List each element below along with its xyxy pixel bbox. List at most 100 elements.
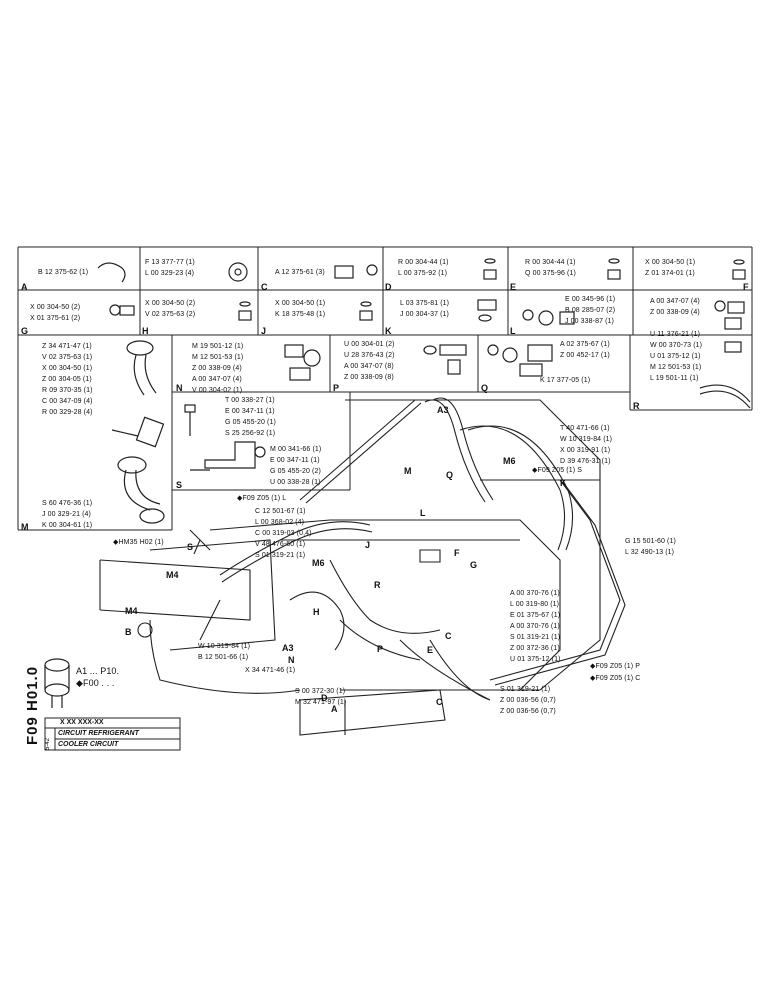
part-number: U 01 375-12 (1): [650, 353, 701, 360]
panel-letter: F: [743, 282, 749, 292]
callout: X 00 319-91 (1): [560, 447, 611, 454]
callout: S 01 319-21 (1): [500, 686, 551, 693]
panel-letter: A: [21, 282, 28, 292]
elbow-fitting-sketch: [97, 262, 126, 283]
panel-letter: E: [510, 282, 517, 292]
position-letter: D: [321, 693, 328, 703]
panel-letter: H: [142, 326, 149, 336]
panel-letter: R: [633, 401, 640, 411]
position-letter: R: [374, 580, 381, 590]
part-number: Z 00 338-09 (4): [192, 365, 242, 372]
drawing-code: X XX XXX-XX: [60, 719, 104, 726]
panel-letter: G: [21, 326, 29, 336]
position-letter: A3: [437, 405, 449, 415]
part-number: V 00 304-02 (1): [192, 387, 243, 394]
part-number: X 00 304-50 (2): [145, 300, 196, 307]
callout: U 01 375-12 (1): [510, 656, 561, 663]
callout: G 15 501-60 (1): [625, 538, 676, 545]
part-number: A 00 347-07 (8): [344, 363, 394, 370]
callout: ◆F09 Z05 (1) L: [237, 495, 287, 502]
part-number: L 00 329-23 (4): [145, 270, 195, 277]
part-number: U 00 338-28 (1): [270, 479, 321, 486]
part-number: U 11 376-21 (1): [650, 331, 701, 338]
position-letter: B: [125, 627, 132, 637]
part-number: L 03 375-81 (1): [400, 300, 450, 307]
legend-range: A1 ... P10.: [76, 666, 120, 676]
part-number: E 00 347-11 (1): [270, 457, 320, 464]
panel-letter: P: [333, 383, 340, 393]
panel-letter: C: [261, 282, 268, 292]
page-ref: 5-42: [45, 737, 51, 750]
callout: A 00 370-76 (1): [510, 590, 560, 597]
part-number: A 12 375-61 (3): [275, 269, 325, 276]
part-number: R 00 304-44 (1): [398, 259, 449, 266]
part-number: R 00 304-44 (1): [525, 259, 576, 266]
callout: L 00 319-80 (1): [510, 601, 560, 608]
callout: S 01 319-21 (1): [510, 634, 561, 641]
part-number: S 60 476-36 (1): [42, 500, 93, 507]
panel-letter: K: [385, 326, 392, 336]
panel-letter: D: [385, 282, 392, 292]
part-number: M 19 501-12 (1): [192, 343, 244, 350]
part-number: J 00 329-21 (4): [42, 511, 91, 518]
callout: T 40 471-66 (1): [560, 425, 610, 432]
part-number: K 18 375-48 (1): [275, 311, 326, 318]
callout: A 00 370-76 (1): [510, 623, 560, 630]
part-number: M 00 341-66 (1): [270, 446, 322, 453]
callout: V 48 476-60 (1): [255, 541, 306, 548]
valve-sketch: [44, 658, 70, 708]
position-letter: M6: [312, 558, 325, 568]
position-letter: C: [436, 697, 443, 707]
callout: E 01 375-67 (1): [510, 612, 561, 619]
callout: B 12 501-66 (1): [198, 654, 249, 661]
panel-letter: L: [510, 326, 516, 336]
part-number: C 00 347-09 (4): [42, 398, 93, 405]
position-letter: A: [331, 704, 338, 714]
part-number: B 12 375-62 (1): [38, 269, 89, 276]
title-block: [44, 717, 181, 751]
callout: D 39 476-31 (1): [560, 458, 611, 465]
position-letter: Q: [446, 470, 454, 480]
part-number: G 05 455-20 (1): [225, 419, 276, 426]
machine-sketch: [99, 397, 626, 736]
part-number: X 00 304-50 (1): [645, 259, 696, 266]
position-letter: M4: [166, 570, 179, 580]
panel-letter: M: [21, 522, 29, 532]
part-number: Q 00 375-96 (1): [525, 270, 576, 277]
callout: L 32 490-13 (1): [625, 549, 675, 556]
title-en: COOLER CIRCUIT: [58, 741, 119, 748]
part-number: R 00 329-28 (4): [42, 409, 93, 416]
callout: Z 00 372-36 (1): [510, 645, 560, 652]
position-letter: S: [187, 542, 194, 552]
callout: C 12 501-67 (1): [255, 508, 306, 515]
callout: ◆F09 Z05 (1) S: [532, 467, 582, 474]
part-number: A 02 375-67 (1): [560, 341, 610, 348]
part-number: B 08 285-07 (2): [565, 307, 616, 314]
callout: ◆F09 Z05 (1) P: [590, 663, 640, 670]
panel-m-sketch: [111, 340, 165, 524]
callout: ◆HM35 H02 (1): [113, 539, 164, 546]
part-number: X 00 304-50 (1): [42, 365, 93, 372]
part-number: E 00 345-96 (1): [565, 296, 616, 303]
callout: Z 00 036-56 (0,7): [500, 708, 556, 715]
part-number: X 01 375-61 (2): [30, 315, 81, 322]
position-letter: A3: [282, 643, 294, 653]
position-letter: J: [365, 540, 371, 550]
callout: ◆F09 Z05 (1) C: [590, 675, 641, 682]
part-number: L 19 501-11 (1): [650, 375, 699, 382]
callout: W 10 319-84 (1): [560, 436, 613, 443]
legend-note: ◆F00 . . .: [76, 678, 115, 688]
part-number: V 02 375-63 (1): [42, 354, 93, 361]
position-letter: N: [288, 655, 295, 665]
position-letter: K: [560, 478, 567, 488]
title-fr: CIRCUIT REFRIGERANT: [58, 730, 139, 737]
position-letter: M6: [503, 456, 516, 466]
position-letter: G: [470, 560, 478, 570]
part-number: Z 00 304-05 (1): [42, 376, 92, 383]
part-number: A 00 347-07 (4): [650, 298, 700, 305]
position-letter: P: [377, 644, 384, 654]
section-code: F09 H01.0: [24, 665, 41, 745]
part-number: V 02 375-63 (2): [145, 311, 196, 318]
position-letter: M: [404, 466, 412, 476]
part-number: R 09 370-35 (1): [42, 387, 93, 394]
